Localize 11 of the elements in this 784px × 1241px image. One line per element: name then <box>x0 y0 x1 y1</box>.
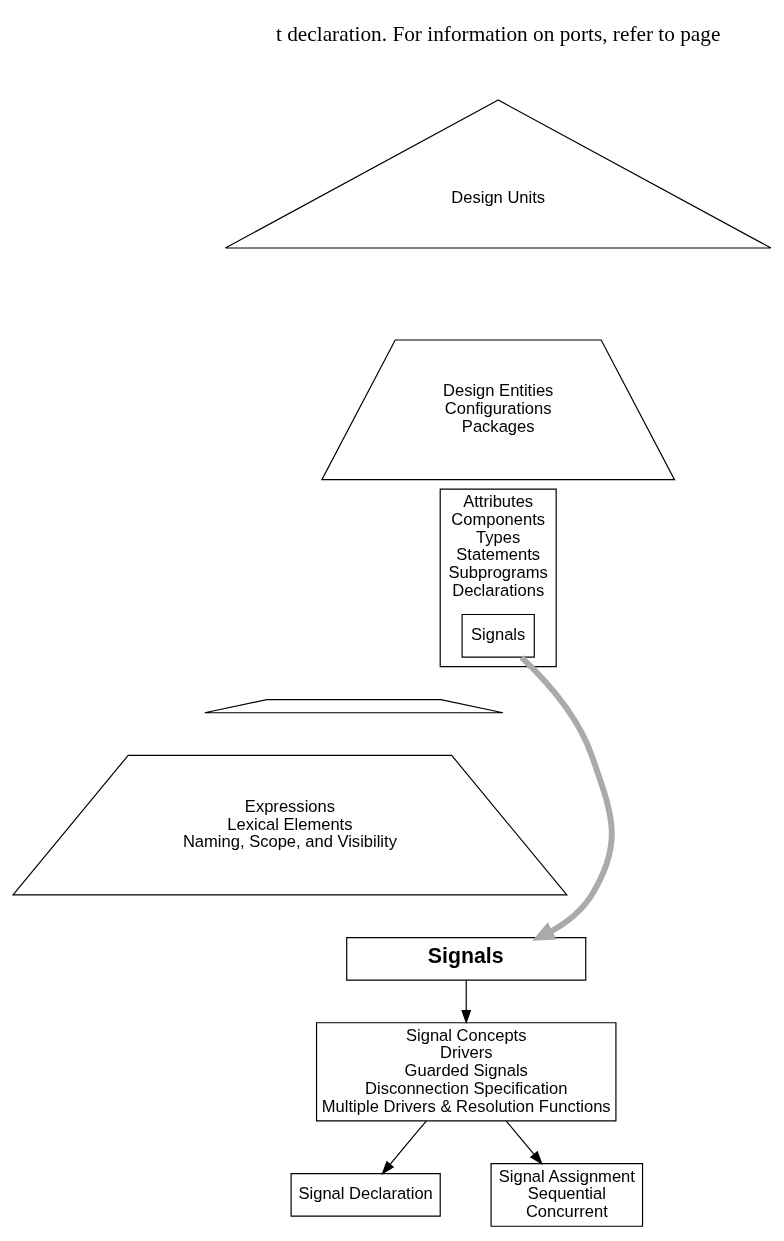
arrow <box>461 979 472 1025</box>
node-band <box>204 699 504 714</box>
node-box: Signal Concepts Drivers Guarded Signals Disconnection Specification Multiple Drivers & Resolution Functions <box>315 1022 617 1122</box>
node-box: Signal Assignment Sequential Concurrent <box>490 1162 644 1227</box>
arrow <box>519 655 615 941</box>
node-box: Signals <box>346 936 587 981</box>
arrow <box>381 1120 427 1175</box>
label: t declaration. For information on ports, refer to page <box>275 22 721 47</box>
node-box: Signals <box>461 613 535 658</box>
node-box: Signal Declaration <box>290 1173 441 1217</box>
arrow <box>505 1120 543 1165</box>
